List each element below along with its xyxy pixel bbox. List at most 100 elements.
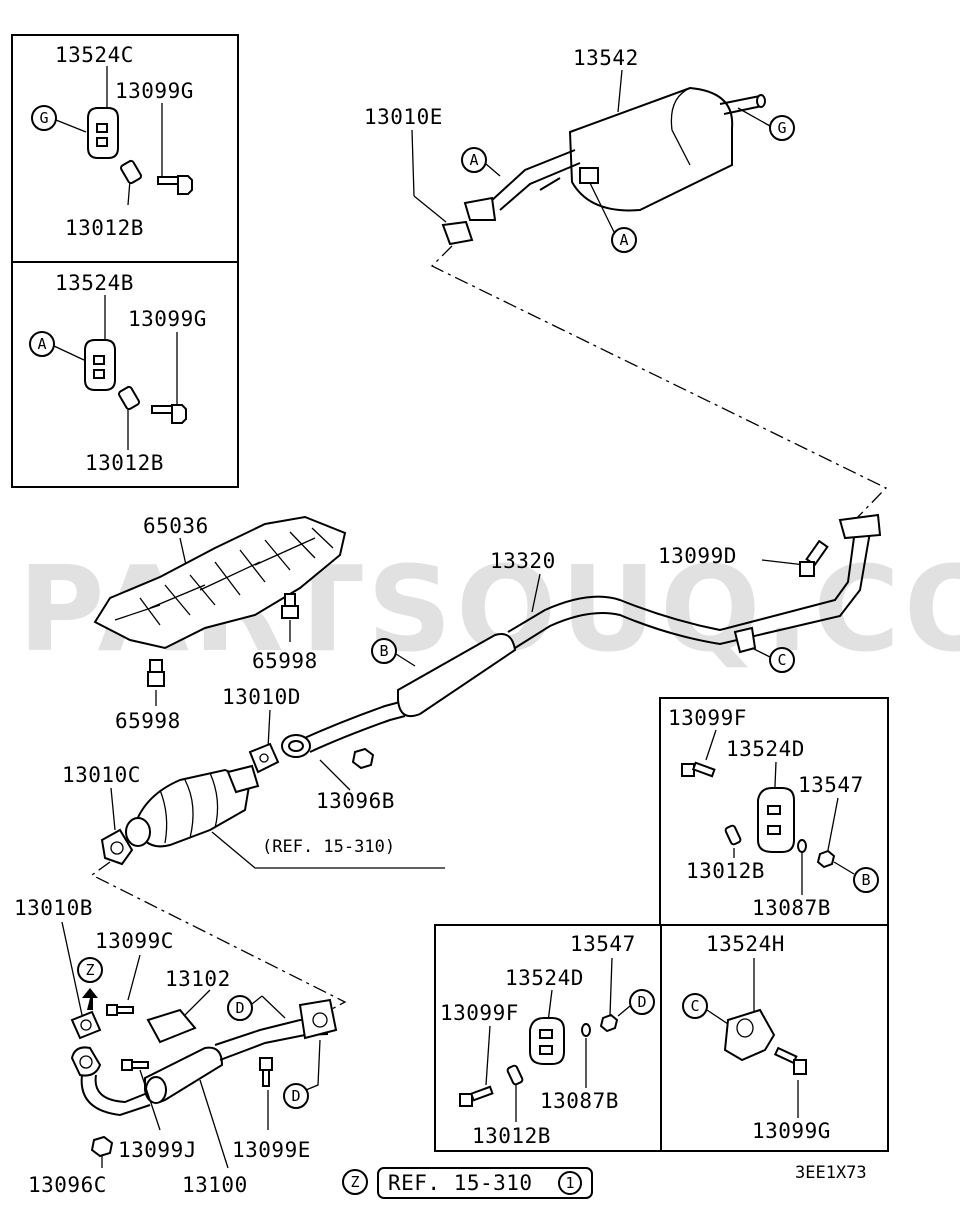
callout-z-text: Z	[85, 961, 94, 979]
ref-bottom-circled: 1	[565, 1174, 574, 1192]
bolt-g-icon[interactable]	[773, 1046, 807, 1075]
part-label-13524b[interactable]: 13524B	[55, 271, 134, 295]
callout-b-inset: B	[861, 871, 870, 889]
pin-icon[interactable]	[506, 1064, 524, 1086]
part-label-13320[interactable]: 13320	[490, 549, 556, 573]
part-label-13099f-1[interactable]: 13099F	[668, 706, 747, 730]
part-label-65036[interactable]: 65036	[143, 514, 209, 538]
ref-bottom-text: REF. 15-310	[388, 1171, 533, 1195]
gasket-b-icon[interactable]	[70, 1010, 102, 1040]
part-label-13524d-2[interactable]: 13524D	[505, 966, 584, 990]
callout-a-circle	[29, 331, 55, 357]
washer-icon[interactable]	[581, 1023, 591, 1037]
part-label-13096b[interactable]: 13096B	[316, 789, 395, 813]
bracket-13102-icon[interactable]	[146, 1008, 197, 1044]
bolt-j-icon[interactable]	[121, 1059, 149, 1071]
part-label-13524h[interactable]: 13524H	[706, 932, 785, 956]
callout-c-center: C	[777, 651, 786, 669]
nut-c-icon[interactable]	[90, 1135, 114, 1158]
heat-shield-assembly: 65036 65998 65998	[93, 514, 347, 733]
part-label-13524c[interactable]: 13524C	[55, 43, 134, 67]
gasket-c-icon[interactable]	[100, 828, 134, 866]
part-label-13087b-1[interactable]: 13087B	[752, 896, 831, 920]
stud-lower-icon[interactable]	[147, 659, 165, 687]
nut-icon[interactable]	[816, 849, 836, 869]
part-label-13524d-1[interactable]: 13524D	[726, 737, 805, 761]
nut-icon[interactable]	[599, 1013, 619, 1033]
muffler-flange-icon	[463, 196, 497, 221]
pin-icon[interactable]	[724, 824, 742, 846]
inset-hanger-d: 13547 13524D 13099F 13087B 13012B D	[434, 924, 662, 1152]
pin-icon[interactable]	[120, 159, 142, 185]
inset-hanger-b: 13099F 13524D 13547 13012B 13087B B	[659, 697, 889, 926]
part-label-13547-1[interactable]: 13547	[798, 773, 864, 797]
bolt-f-icon[interactable]	[681, 761, 716, 778]
part-label-13099g-2[interactable]: 13099G	[128, 307, 207, 331]
part-label-13010e[interactable]: 13010E	[364, 105, 443, 129]
part-label-13010d[interactable]: 13010D	[222, 685, 301, 709]
callout-a-text: A	[37, 335, 46, 353]
callout-g-circle	[31, 105, 57, 131]
part-label-13099g-3[interactable]: 13099G	[752, 1119, 831, 1143]
ref-label-main: (REF. 15-310)	[262, 837, 395, 857]
catalytic-converter-assembly: 13010C (REF. 15-310)	[62, 763, 445, 869]
part-label-65998-1[interactable]: 65998	[252, 649, 318, 673]
center-pipe-assembly: 13320 13099D B C	[281, 513, 882, 758]
heat-shield-icon[interactable]	[93, 515, 347, 650]
rubber-hanger-icon[interactable]	[757, 787, 795, 853]
bolt-icon[interactable]	[157, 175, 193, 195]
stud-upper-icon[interactable]	[281, 593, 299, 619]
arrow-up-icon	[82, 988, 98, 1010]
nut-b-icon[interactable]	[351, 747, 375, 770]
ref-zone-z: Z	[350, 1173, 359, 1191]
bolt-c-icon[interactable]	[106, 1004, 134, 1016]
inset-hanger-c: 13524H 13099G C	[660, 924, 889, 1152]
inset-hanger-g: 13524C 13099G 13012B G	[11, 34, 239, 263]
callout-a-muffler-1: A	[469, 151, 478, 169]
part-label-13010b[interactable]: 13010B	[14, 896, 93, 920]
part-label-65998-2[interactable]: 65998	[115, 709, 181, 733]
resonator-icon[interactable]	[397, 633, 517, 718]
callout-d-inset: D	[637, 993, 646, 1011]
connection-line-front	[90, 861, 347, 1011]
bolt-icon[interactable]	[151, 404, 187, 424]
reference-bottom: Z REF. 15-310 1	[342, 1167, 593, 1199]
front-pipe-assembly: 13010B 13099C 13102 Z	[14, 896, 338, 1197]
part-label-13096c[interactable]: 13096C	[28, 1173, 107, 1197]
part-label-13099c[interactable]: 13099C	[95, 929, 174, 953]
part-label-13010c[interactable]: 13010C	[62, 763, 141, 787]
part-label-13087b-2[interactable]: 13087B	[540, 1089, 619, 1113]
part-label-13099e[interactable]: 13099E	[232, 1138, 311, 1162]
pin-icon[interactable]	[118, 385, 140, 411]
part-label-13099g-1[interactable]: 13099G	[115, 79, 194, 103]
bolt-d-icon[interactable]	[799, 539, 829, 577]
part-label-13100[interactable]: 13100	[182, 1173, 248, 1197]
muffler-body-icon[interactable]	[568, 86, 734, 212]
part-label-13542[interactable]: 13542	[573, 46, 639, 70]
callout-d-front-1: D	[235, 999, 244, 1017]
front-flange-icon	[70, 1046, 102, 1077]
connection-line-muffler	[430, 245, 888, 521]
washer-icon[interactable]	[797, 839, 807, 853]
part-label-13099f-2[interactable]: 13099F	[440, 1001, 519, 1025]
callout-c-inset: C	[690, 997, 699, 1015]
part-label-13012b-4[interactable]: 13012B	[472, 1124, 551, 1148]
part-label-13102[interactable]: 13102	[165, 967, 231, 991]
bolt-f-icon[interactable]	[459, 1085, 494, 1107]
diagram-code: 3EE1X73	[795, 1163, 867, 1183]
front-outlet-flange-icon	[298, 998, 338, 1040]
gasket-d-icon[interactable]	[248, 742, 280, 774]
part-label-13012b-3[interactable]: 13012B	[686, 859, 765, 883]
gasket-icon[interactable]	[441, 220, 474, 246]
rubber-hanger-icon[interactable]	[529, 1017, 565, 1065]
bolt-e-icon[interactable]	[259, 1057, 273, 1087]
part-label-13012b-1[interactable]: 13012B	[65, 216, 144, 240]
rear-muffler-assembly: 13542 13010E A A G	[364, 46, 795, 253]
part-label-13099d[interactable]: 13099D	[658, 544, 737, 568]
part-label-13547-2[interactable]: 13547	[570, 932, 636, 956]
callout-b-center: B	[379, 642, 388, 660]
part-label-13012b-2[interactable]: 13012B	[85, 451, 164, 475]
inset-hanger-a: 13524B 13099G 13012B A	[11, 261, 239, 488]
part-label-13099j[interactable]: 13099J	[118, 1138, 197, 1162]
